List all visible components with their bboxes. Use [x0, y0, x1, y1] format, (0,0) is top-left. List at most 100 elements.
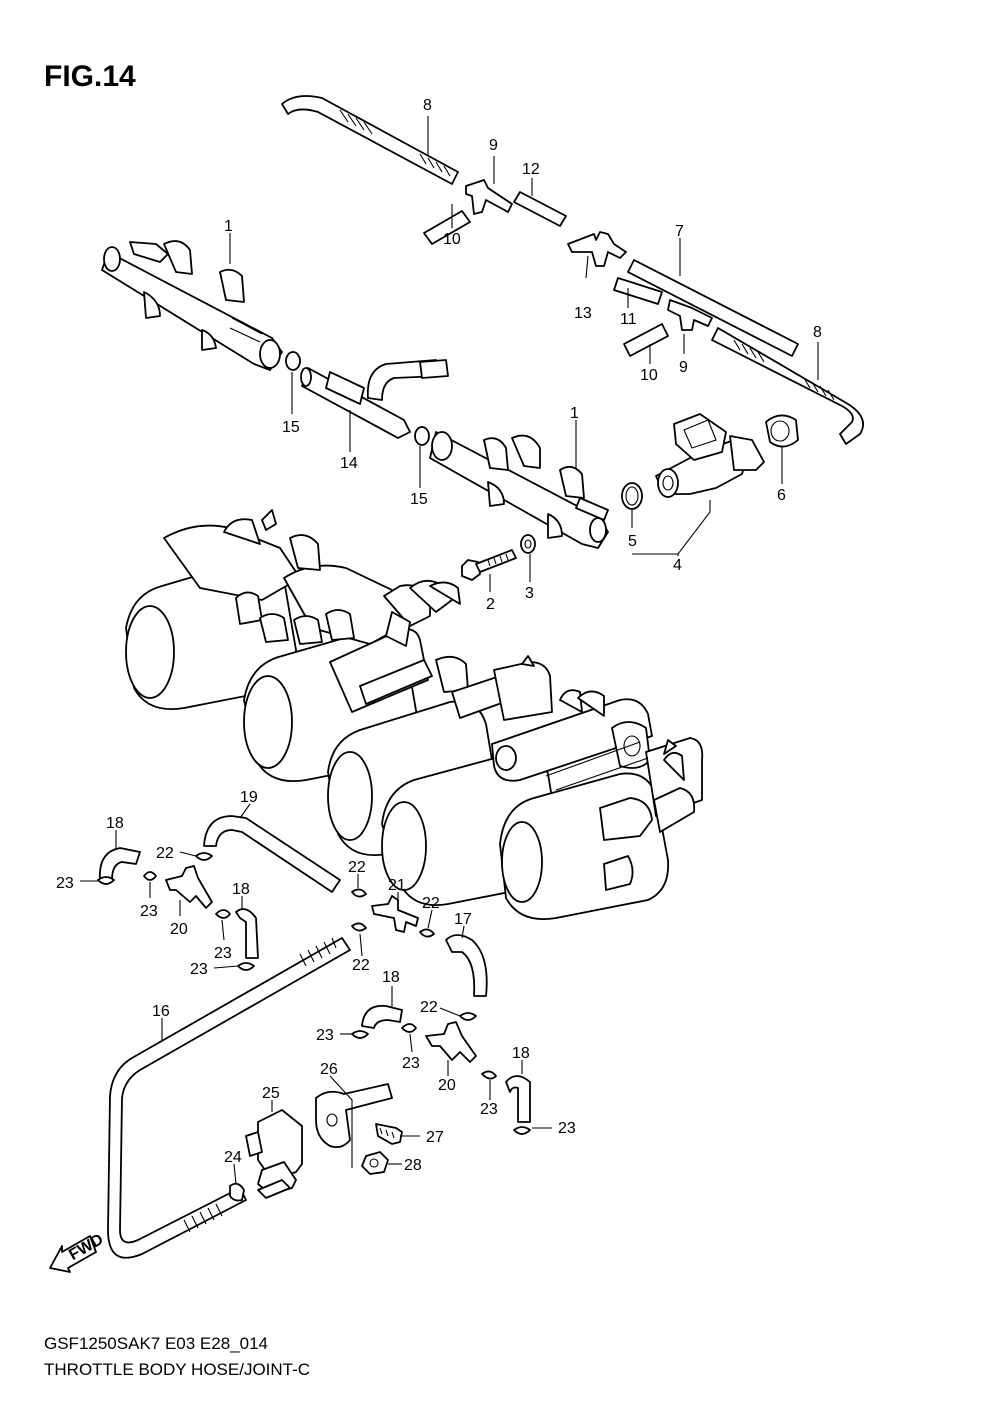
clamp-23-b[interactable] — [143, 871, 157, 881]
callout-23-b: 23 — [140, 903, 158, 920]
callout-1-upper: 1 — [224, 218, 233, 235]
clamp-22-e[interactable] — [459, 1012, 477, 1021]
callout-19: 19 — [240, 789, 258, 806]
callout-1-lower: 1 — [570, 405, 579, 422]
solenoid-25[interactable] — [245, 1109, 303, 1199]
clamp-23-f[interactable] — [401, 1023, 417, 1033]
callout-18-left: 18 — [106, 815, 124, 832]
clamp-23-e[interactable] — [351, 1030, 369, 1039]
callout-22-b: 22 — [348, 859, 366, 876]
callout-13: 13 — [574, 305, 592, 322]
o-ring-15-lower[interactable] — [414, 426, 430, 446]
callout-labels: 1 1 2 3 4 5 6 7 8 8 9 9 10 10 11 12 13 1… — [56, 97, 822, 1174]
callout-22-e: 22 — [420, 999, 438, 1016]
joint-9-top[interactable] — [465, 179, 513, 215]
callout-22-c: 22 — [422, 895, 440, 912]
hose-19[interactable] — [203, 815, 341, 893]
bolt-2[interactable] — [461, 549, 517, 581]
callout-22-a: 22 — [156, 845, 174, 862]
hose-12[interactable] — [513, 191, 567, 227]
joint-13[interactable] — [567, 231, 627, 267]
clamp-24[interactable] — [229, 1182, 245, 1202]
callout-26: 26 — [320, 1061, 338, 1078]
fwd-arrow-icon: FWD — [49, 1231, 106, 1273]
callout-23-f: 23 — [402, 1055, 420, 1072]
callout-28: 28 — [404, 1157, 422, 1174]
joint-21[interactable] — [371, 895, 419, 933]
joint-20-right[interactable] — [425, 1021, 477, 1063]
callout-23-h: 23 — [558, 1120, 576, 1137]
clamp-23-h[interactable] — [513, 1126, 531, 1135]
callout-23-d: 23 — [190, 961, 208, 978]
clamp-22-a[interactable] — [195, 852, 213, 861]
callout-18-middle: 18 — [232, 881, 250, 898]
washer-3[interactable] — [520, 534, 536, 554]
callout-22-d: 22 — [352, 957, 370, 974]
callout-23-a: 23 — [56, 875, 74, 892]
hose-16[interactable] — [107, 937, 351, 1259]
cushion-6[interactable] — [765, 414, 799, 448]
figure-title: FIG.14 — [44, 60, 136, 93]
callout-18-lower: 18 — [382, 969, 400, 986]
fwd-label: FWD — [66, 1231, 106, 1264]
bracket-26[interactable] — [315, 1083, 393, 1149]
hose-18-left[interactable] — [98, 847, 141, 881]
joint-9-bottom[interactable] — [667, 299, 713, 331]
hose-7[interactable] — [627, 259, 799, 357]
callout-20-left: 20 — [170, 921, 188, 938]
callout-10-bottom: 10 — [640, 367, 658, 384]
callout-5: 5 — [628, 533, 637, 550]
clamp-23-c[interactable] — [215, 909, 231, 919]
callout-17: 17 — [454, 911, 472, 928]
clamp-23-g[interactable] — [481, 1070, 497, 1080]
callout-14: 14 — [340, 455, 358, 472]
callout-8-top: 8 — [423, 97, 432, 114]
hose-18-right[interactable] — [505, 1075, 531, 1123]
callout-9-bottom: 9 — [679, 359, 688, 376]
callout-20-right: 20 — [438, 1077, 456, 1094]
hose-10-bottom[interactable] — [623, 323, 669, 357]
model-code: GSF1250SAK7 E03 E28_014 — [44, 1334, 268, 1353]
injector-4[interactable] — [655, 413, 765, 498]
callout-9-top: 9 — [489, 137, 498, 154]
clamp-22-d[interactable] — [419, 928, 435, 938]
callout-7: 7 — [675, 223, 684, 240]
hose-18-middle[interactable] — [235, 908, 259, 959]
clamp-23-a[interactable] — [97, 876, 115, 885]
clamp-22-c[interactable] — [351, 922, 367, 932]
throttle-body-assembly — [125, 509, 704, 920]
o-ring-5[interactable] — [621, 482, 643, 510]
callout-21: 21 — [388, 877, 406, 894]
clamp-22-b[interactable] — [351, 888, 367, 898]
callout-16: 16 — [152, 1003, 170, 1020]
callout-11: 11 — [620, 311, 637, 328]
delivery-pipe-1-lower[interactable] — [429, 431, 609, 549]
hose-8-top[interactable] — [281, 95, 459, 185]
callout-10-top: 10 — [443, 231, 461, 248]
callout-3: 3 — [525, 585, 534, 602]
hose-11[interactable] — [613, 277, 663, 305]
clamp-23-d[interactable] — [237, 962, 255, 971]
callout-6: 6 — [777, 487, 786, 504]
o-ring-15-upper[interactable] — [285, 351, 301, 371]
callout-25: 25 — [262, 1085, 280, 1102]
callout-4: 4 — [673, 557, 682, 574]
nut-28[interactable] — [361, 1151, 389, 1175]
bolt-27[interactable] — [375, 1123, 403, 1145]
callout-15-lower: 15 — [410, 491, 428, 508]
callout-24: 24 — [224, 1149, 242, 1166]
figure-description: THROTTLE BODY HOSE/JOINT-C — [44, 1360, 311, 1379]
hose-10-top[interactable] — [423, 210, 471, 245]
callout-23-e: 23 — [316, 1027, 334, 1044]
hose-17[interactable] — [445, 934, 488, 997]
callout-15-upper: 15 — [282, 419, 300, 436]
delivery-pipe-1-upper[interactable] — [101, 240, 283, 371]
hose-8-bottom[interactable] — [711, 327, 864, 445]
callout-2: 2 — [486, 596, 495, 613]
pipe-14[interactable] — [300, 359, 449, 439]
hose-18-lower[interactable] — [361, 1004, 403, 1029]
joint-20-left[interactable] — [165, 865, 213, 909]
callout-8-right: 8 — [813, 324, 822, 341]
callout-23-g: 23 — [480, 1101, 498, 1118]
